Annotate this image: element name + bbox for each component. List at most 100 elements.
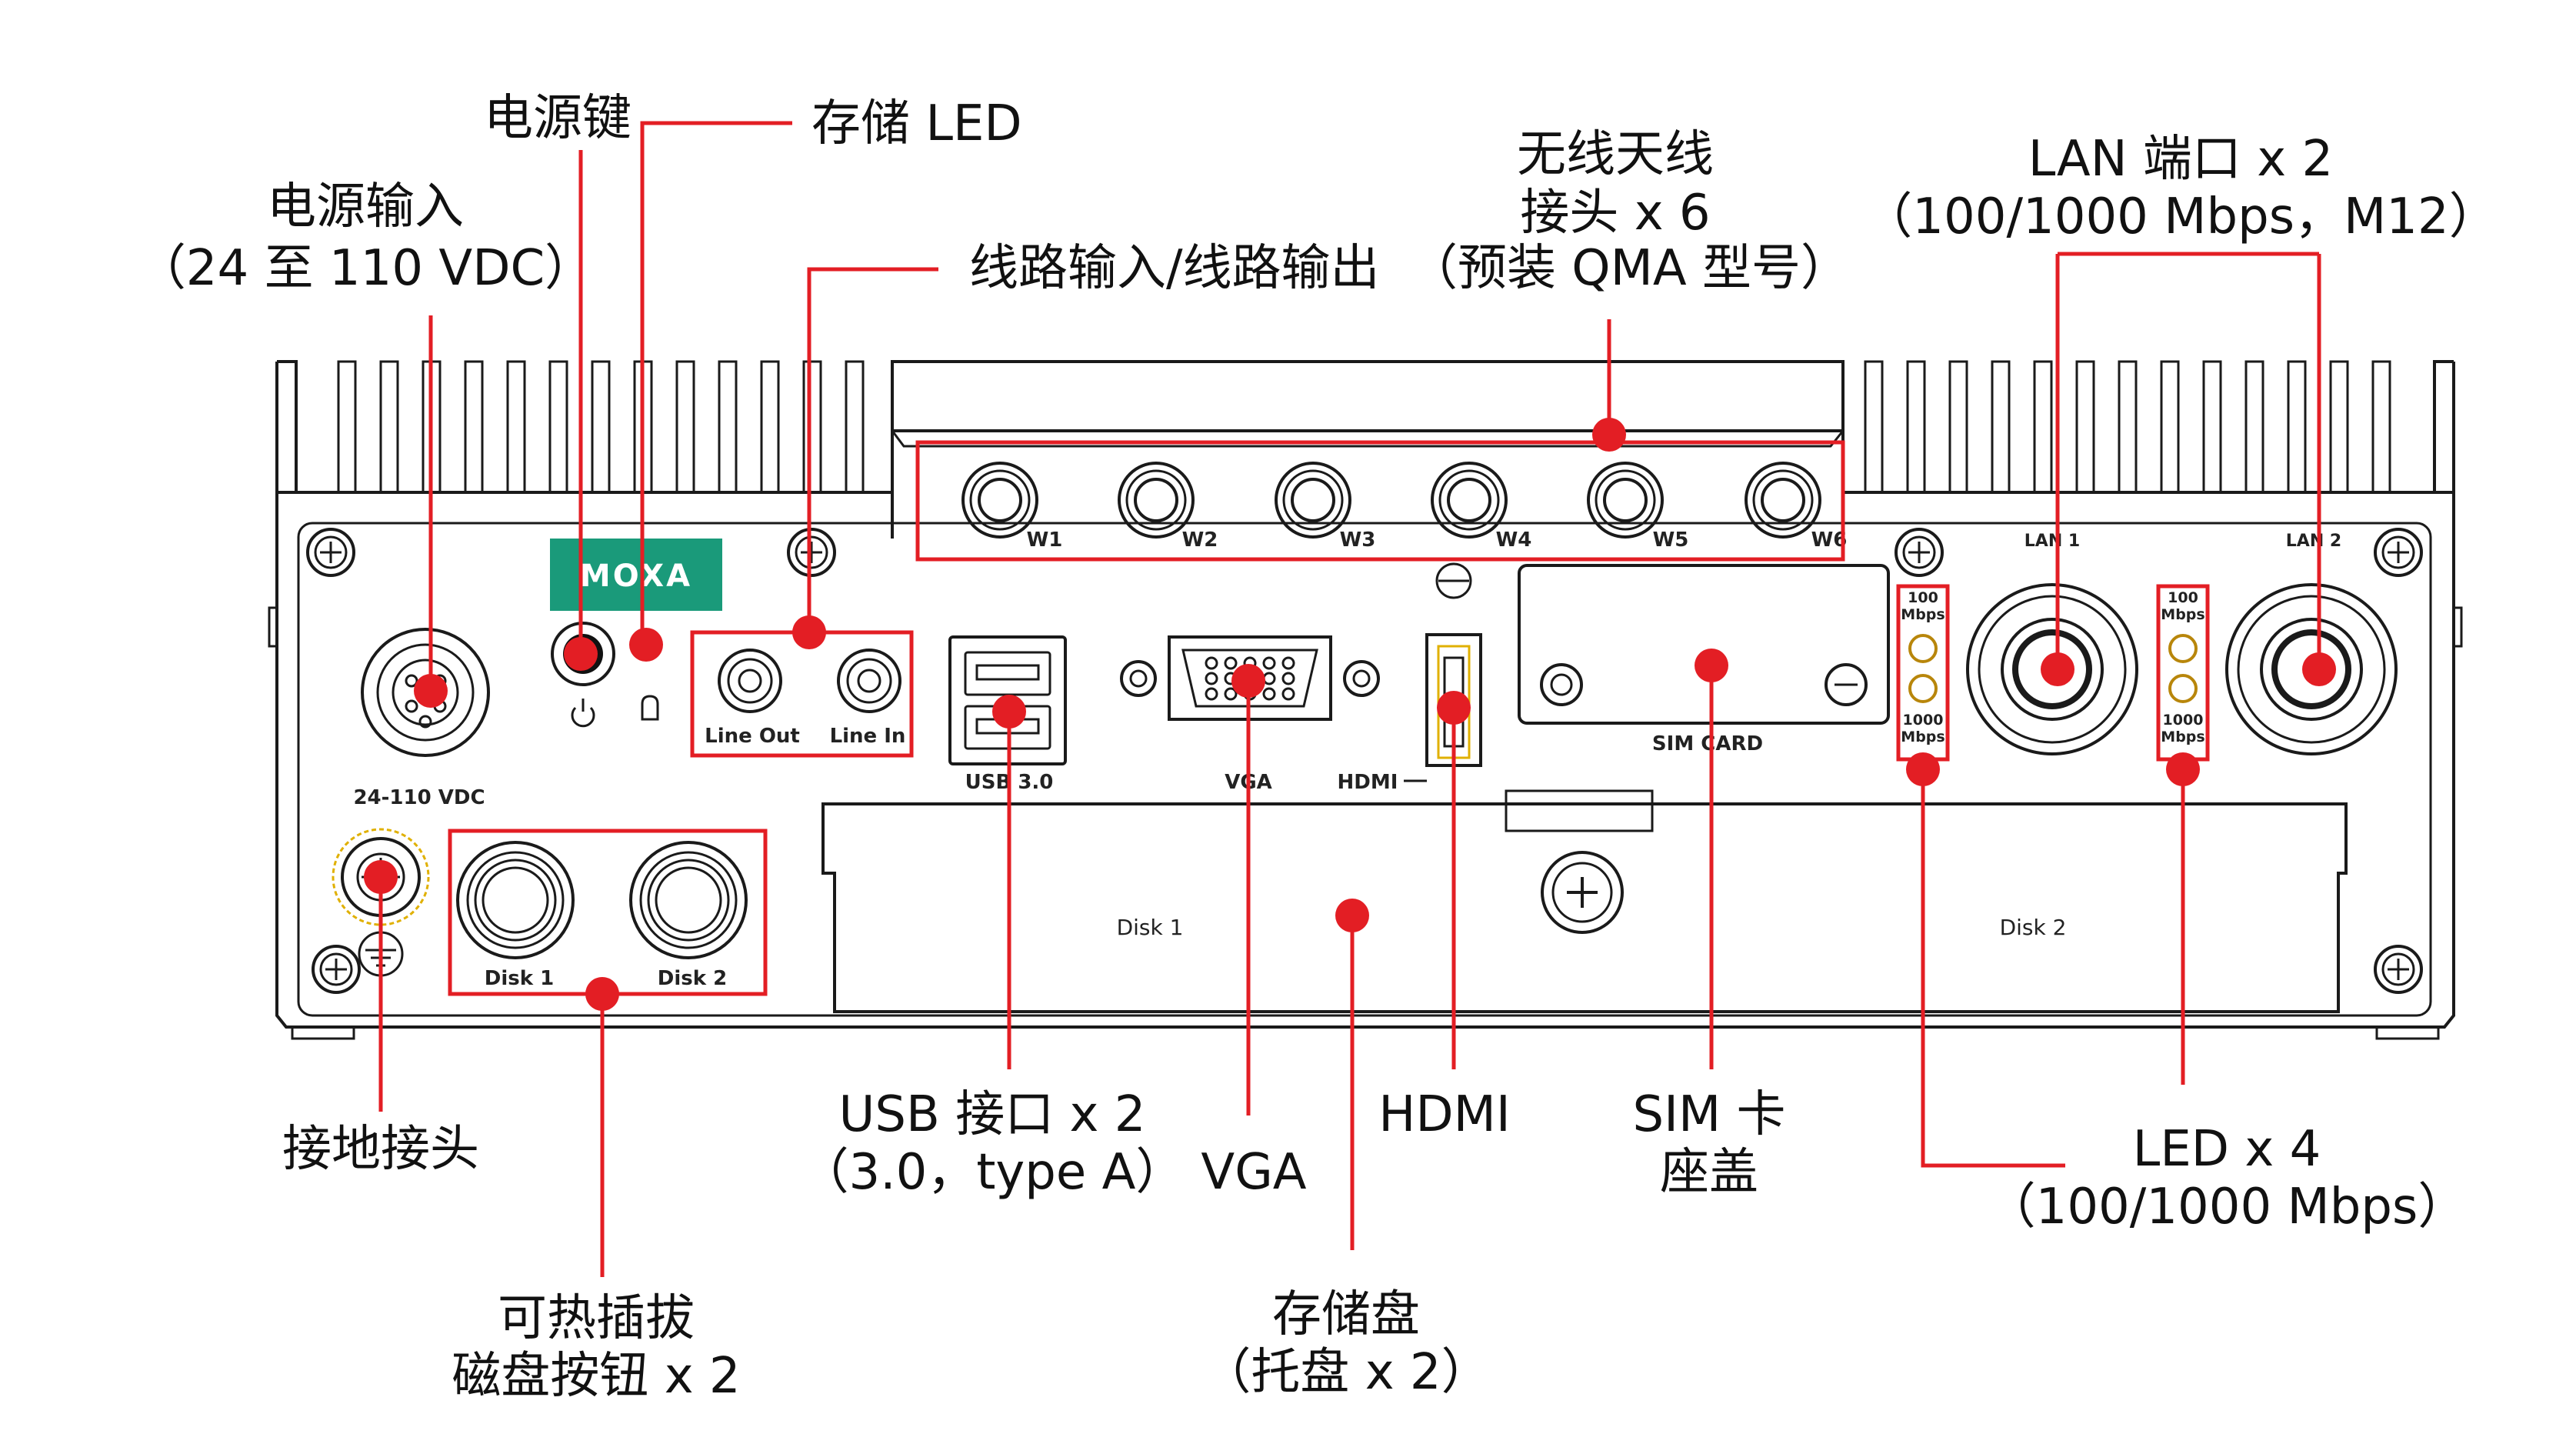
disk2-button[interactable] — [629, 841, 748, 959]
screw-icon-inner — [795, 535, 828, 569]
callout-hotswap-2: 磁盘按钮 x 2 — [452, 1348, 740, 1405]
screw-icon — [2374, 528, 2423, 577]
led-mbps-label-d: Mbps — [2161, 729, 2204, 745]
fin — [2371, 360, 2391, 492]
disk1-tray-label: Disk 1 — [1117, 915, 1184, 940]
callout-hotswap-1: 可热插拔 — [498, 1290, 695, 1347]
heatsink-fins-left — [277, 360, 865, 492]
callout-usb-2: （3.0，type A） — [800, 1144, 1185, 1201]
fin — [1906, 360, 1926, 492]
antenna-connector-ring — [1595, 469, 1656, 531]
w1-label: W1 — [1027, 529, 1063, 552]
fin — [2033, 360, 2053, 492]
screw-icon-cross — [325, 959, 347, 980]
antenna-highlight-box — [915, 440, 1845, 562]
led-1000-label-a: 1000 — [1903, 712, 1944, 729]
disk-trays — [821, 789, 2348, 1013]
led-mbps-label-c: Mbps — [2161, 606, 2204, 623]
lan2-leds — [2168, 634, 2198, 703]
fin — [464, 360, 484, 492]
disk1-button-label: Disk 1 — [485, 967, 554, 990]
fin — [718, 360, 738, 492]
hdmi-label: HDMI — [1338, 771, 1398, 794]
led-1000-label-b: 1000 — [2163, 712, 2204, 729]
fin — [591, 360, 611, 492]
callout-usb-1: USB 接口 x 2 — [839, 1086, 1146, 1143]
led-mbps-label-a: Mbps — [1901, 606, 1944, 623]
antenna-connector-ring — [1282, 469, 1344, 531]
lan1-leds — [1908, 634, 1938, 703]
vga-pin — [1224, 656, 1238, 670]
lan1-label: LAN 1 — [2024, 532, 2080, 551]
callout-antenna-1: 无线天线 — [1517, 126, 1714, 183]
fin — [1864, 360, 1884, 492]
antenna-connector-core — [1447, 478, 1491, 522]
screw-icon — [787, 528, 836, 577]
storage-led — [641, 695, 659, 721]
callout-power-button: 电源键 — [484, 90, 632, 147]
screw-icon — [306, 528, 355, 577]
antenna-connector — [961, 462, 1038, 539]
screw-icon-cross — [320, 542, 342, 563]
callout-sim-2: 座盖 — [1660, 1144, 1758, 1201]
vga-port — [1120, 635, 1380, 721]
callout-led-2: （100/1000 Mbps） — [1987, 1179, 2468, 1236]
vga-pin — [1224, 687, 1238, 701]
line-in-jack — [837, 649, 901, 713]
fin — [2329, 360, 2349, 492]
antenna-connector — [1745, 462, 1821, 539]
w4-label: W4 — [1496, 529, 1532, 552]
screw-icon-inner — [2381, 952, 2415, 986]
lan2-label: LAN 2 — [2286, 532, 2341, 551]
moxa-logo-text: MOXA — [580, 559, 692, 594]
callout-vga: VGA — [1201, 1144, 1306, 1201]
disk1-button[interactable] — [456, 841, 575, 959]
lan2-connector — [2225, 583, 2398, 755]
fin — [2118, 360, 2138, 492]
vga-pin — [1281, 672, 1295, 685]
fin — [2244, 360, 2264, 492]
lan1-connector — [1966, 583, 2138, 755]
screw-icon — [1895, 528, 1944, 577]
line-out-label: Line Out — [705, 725, 800, 748]
device-body — [268, 362, 2463, 1040]
led-100-label-a: 100 — [1908, 589, 1938, 606]
fin — [548, 360, 568, 492]
fin — [2160, 360, 2180, 492]
vga-pin — [1205, 656, 1218, 670]
screw-icon — [2374, 945, 2423, 994]
vga-pin — [1262, 656, 1276, 670]
antenna-connector-core — [1761, 478, 1805, 522]
callout-antenna-2: 接头 x 6 — [1520, 185, 1710, 242]
fin — [277, 360, 298, 492]
screw-icon-cross — [2388, 542, 2409, 563]
callout-storage-1: 存储盘 — [1272, 1286, 1420, 1343]
w3-label: W3 — [1340, 529, 1376, 552]
callout-leaders — [378, 121, 2321, 1277]
antenna-connector-ring — [969, 469, 1031, 531]
callout-power-input-1: 电源输入 — [267, 178, 464, 235]
w2-label: W2 — [1182, 529, 1218, 552]
callout-antenna-3: （预装 QMA 型号） — [1408, 240, 1850, 297]
antenna-connector-ring — [1438, 469, 1500, 531]
antenna-connector-core — [978, 478, 1022, 522]
fin — [802, 360, 822, 492]
antenna-connector — [1118, 462, 1195, 539]
fin — [506, 360, 526, 492]
vga-pin — [1262, 672, 1276, 685]
callout-audio: 线路输入/线路输出 — [969, 240, 1380, 297]
callout-hdmi: HDMI — [1378, 1086, 1511, 1143]
fin — [845, 360, 865, 492]
led-mbps-label-b: Mbps — [1901, 729, 1944, 745]
fin — [1991, 360, 2011, 492]
screw-icon-cross — [801, 542, 822, 563]
screw-icon — [312, 945, 361, 994]
line-in-label: Line In — [830, 725, 906, 748]
callout-dots — [364, 418, 2336, 1011]
fin — [2075, 360, 2095, 492]
grounding-nut — [1435, 562, 1472, 599]
callout-storage-2: （托盘 x 2） — [1201, 1344, 1490, 1401]
moxa-logo: MOXA — [550, 539, 722, 611]
